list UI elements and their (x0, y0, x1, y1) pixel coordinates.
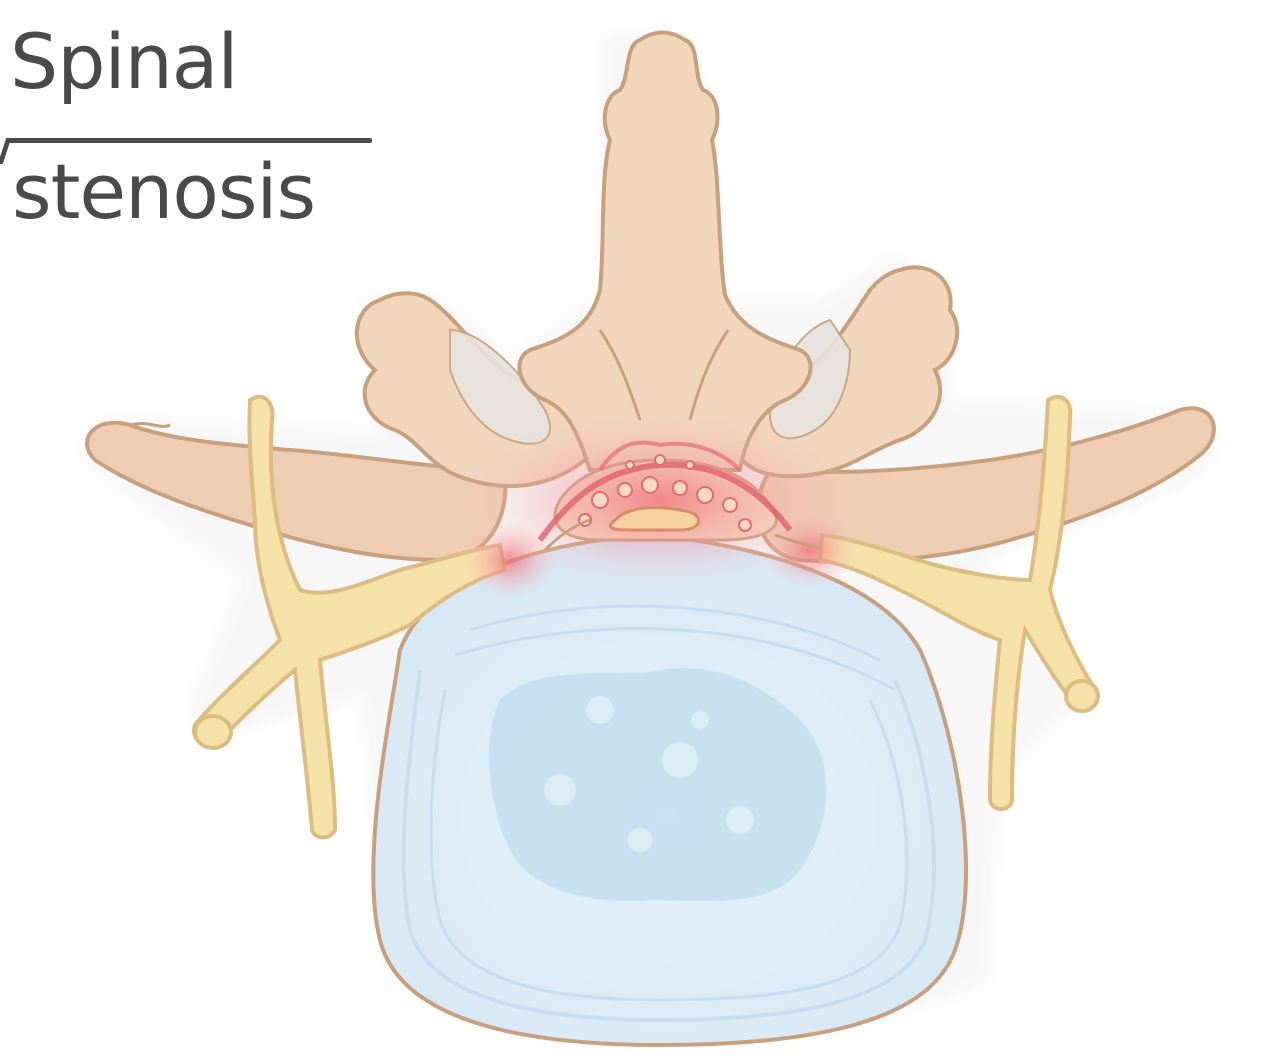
spinous-process (517, 30, 813, 472)
title-line-spinal: Spinal (10, 17, 238, 106)
title-line-stenosis: stenosis (12, 147, 316, 236)
right-nerve-root (817, 394, 1100, 811)
nucleus-pulposus (489, 668, 827, 902)
left-nerve-root (192, 394, 508, 840)
inflammation-area (460, 410, 860, 600)
bone-spurs (543, 454, 821, 552)
intervertebral-disc (371, 532, 968, 1048)
title-divider (6, 138, 372, 143)
